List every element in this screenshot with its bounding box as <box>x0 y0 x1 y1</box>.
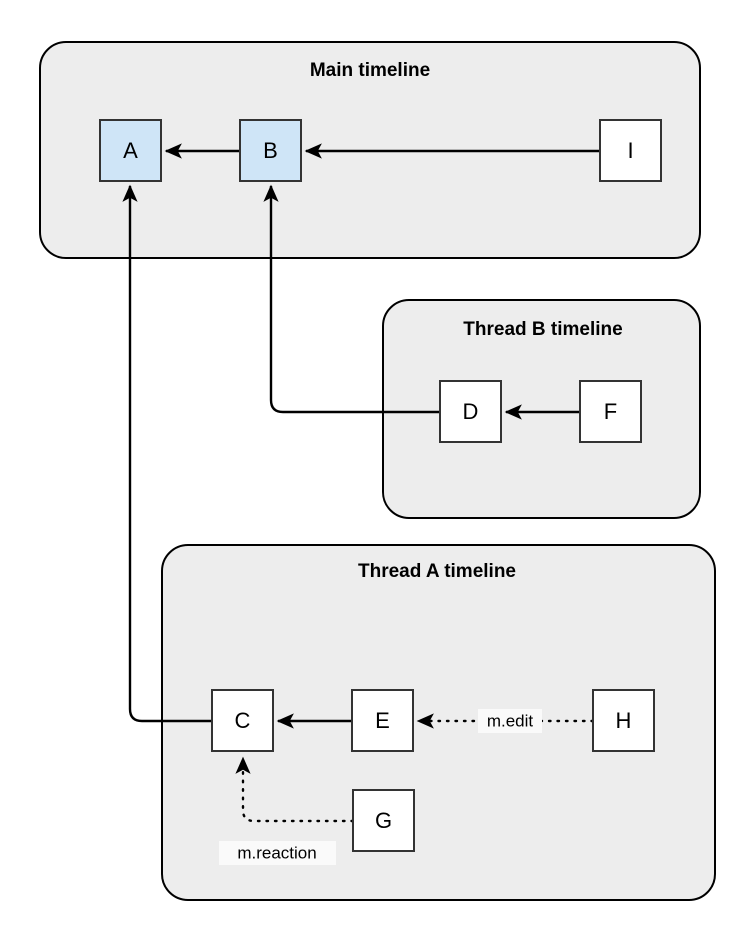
node-e-rect[interactable] <box>351 689 414 752</box>
edge-label-m-reaction-bg <box>219 841 336 865</box>
edge-d-to-b <box>263 184 440 414</box>
node-a[interactable]: A <box>99 119 162 182</box>
node-f-rect[interactable] <box>579 380 642 443</box>
node-c-rect[interactable] <box>211 689 274 752</box>
node-d-rect[interactable] <box>439 380 502 443</box>
node-f[interactable]: F <box>579 380 642 443</box>
node-g[interactable]: G <box>352 789 415 852</box>
node-h-rect[interactable] <box>592 689 655 752</box>
panel-thread-b: Thread B timeline <box>382 299 701 519</box>
panel-thread-b-rect <box>382 299 701 519</box>
panel-main-title: Main timeline <box>310 60 430 81</box>
edge-label-m-edit-bg <box>478 709 542 733</box>
node-c-label: C <box>235 708 251 733</box>
node-g-label: G <box>375 808 392 833</box>
edge-c-to-a <box>122 184 212 723</box>
node-d-label: D <box>463 399 479 424</box>
node-g-rect[interactable] <box>352 789 415 852</box>
node-b[interactable]: B <box>239 119 302 182</box>
node-h[interactable]: H <box>592 689 655 752</box>
panel-thread-a-title: Thread A timeline <box>358 561 516 582</box>
node-b-label: B <box>263 138 278 163</box>
node-e[interactable]: E <box>351 689 414 752</box>
node-e-label: E <box>375 708 390 733</box>
node-a-rect[interactable] <box>99 119 162 182</box>
panel-thread-a: Thread A timeline <box>161 544 716 901</box>
node-i[interactable]: I <box>599 119 662 182</box>
edge-label-m-edit: m.edit <box>487 711 534 730</box>
node-c[interactable]: C <box>211 689 274 752</box>
panel-thread-b-title: Thread B timeline <box>463 319 622 340</box>
edge-label-m-reaction: m.reaction <box>237 843 316 862</box>
panel-thread-a-rect <box>161 544 716 901</box>
node-d[interactable]: D <box>439 380 502 443</box>
node-f-label: F <box>604 399 617 424</box>
node-b-rect[interactable] <box>239 119 302 182</box>
node-i-label: I <box>627 138 633 163</box>
node-a-label: A <box>123 138 138 163</box>
node-i-rect[interactable] <box>599 119 662 182</box>
node-h-label: H <box>616 708 632 733</box>
